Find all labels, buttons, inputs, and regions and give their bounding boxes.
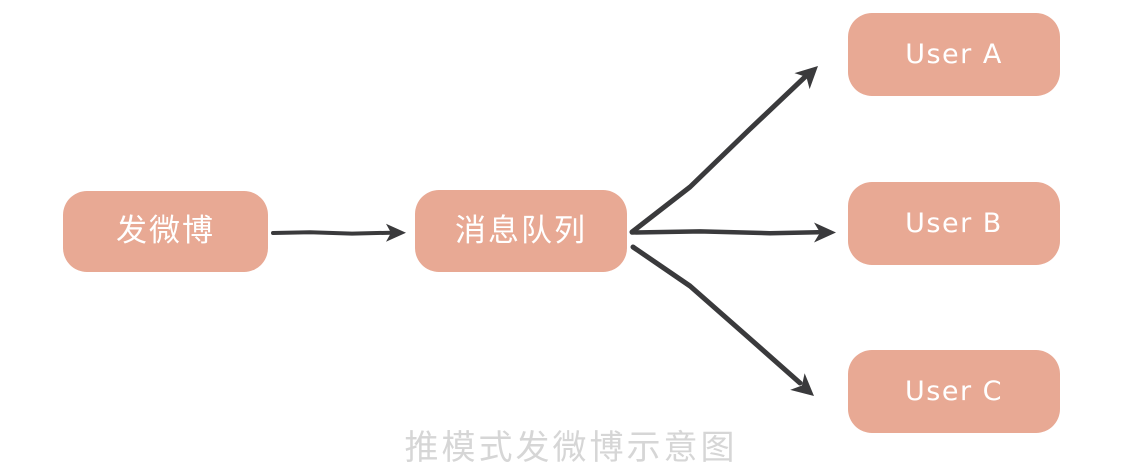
arrowhead (794, 66, 818, 90)
node-message-queue[interactable]: 消息队列 (415, 190, 627, 272)
edge-queue-to-user-b (629, 222, 836, 243)
arrowhead (814, 222, 836, 243)
edge-line (630, 244, 803, 386)
edge-line (629, 229, 821, 236)
node-user-a-label: User A (905, 39, 1003, 70)
arrowhead (790, 373, 814, 396)
edge-post-to-queue (271, 223, 406, 242)
arrowhead (386, 223, 406, 242)
diagram-caption: 推模式发微博示意图 (404, 428, 738, 468)
node-user-c[interactable]: User C (848, 350, 1060, 433)
node-message-queue-label: 消息队列 (455, 212, 587, 249)
edge-line (629, 73, 809, 235)
node-post-weibo-label: 发微博 (116, 213, 215, 249)
node-user-c-label: User C (905, 376, 1003, 407)
edge-queue-to-user-c (630, 244, 814, 396)
node-user-b[interactable]: User B (848, 182, 1060, 265)
node-post-weibo[interactable]: 发微博 (63, 191, 268, 272)
node-user-a[interactable]: User A (848, 13, 1060, 96)
node-user-b-label: User B (905, 208, 1003, 239)
edge-queue-to-user-a (629, 66, 818, 235)
edge-line (271, 230, 398, 236)
